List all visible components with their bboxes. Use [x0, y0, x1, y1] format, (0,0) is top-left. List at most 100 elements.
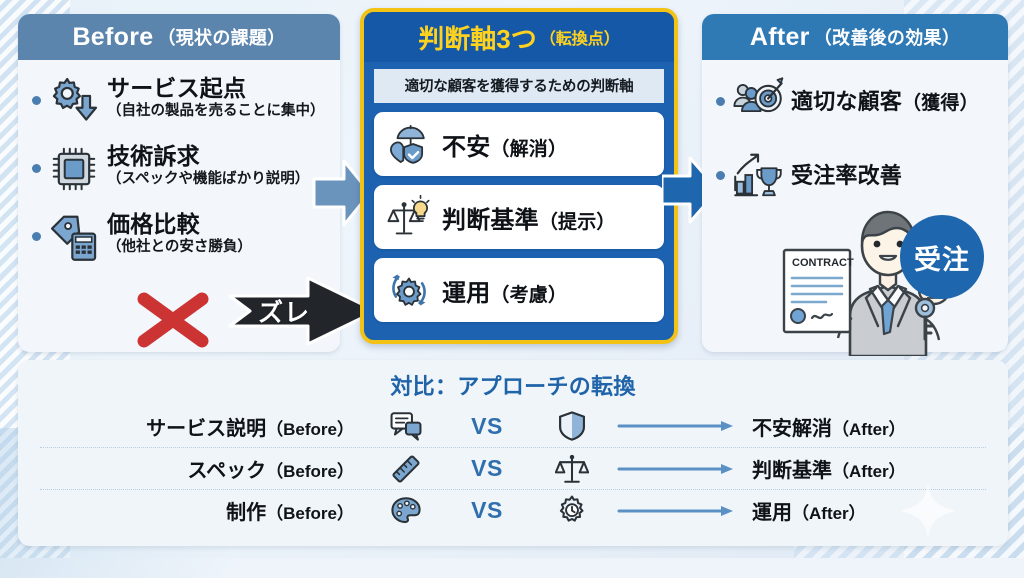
comparison-row-2-left: スペック（Before）	[40, 454, 370, 483]
bullet-dot-icon	[32, 232, 41, 241]
svg-text:CONTRACT: CONTRACT	[792, 257, 854, 269]
after-item-1-title: 適切な顧客（獲得）	[791, 89, 979, 114]
axis-card-handan-kijun[interactable]: 判断基準（提示）	[374, 185, 664, 249]
axis-label-text: 運用	[442, 279, 491, 307]
after-title: After	[749, 22, 810, 51]
comparison-row-3-left-label: 制作	[226, 502, 267, 524]
comparison-row-2-right: 判断基準（After）	[742, 454, 986, 483]
gear-down-arrow-icon	[47, 74, 101, 128]
shield-icon	[532, 409, 612, 443]
gap-arrow-label: ズレ	[258, 299, 311, 327]
axis-label-paren: （解消）	[490, 138, 568, 160]
juchu-badge: 受注	[900, 215, 984, 299]
before-item-1-note: （自社の製品を売ることに集中）	[107, 102, 325, 119]
comparison-row-1-left-label: サービス説明	[146, 417, 267, 440]
axis-card-fuan-label: 不安（解消）	[442, 127, 567, 162]
comparison-row-3-right-label: 運用	[752, 502, 792, 524]
before-item-2-text: 技術訴求 （スペックや機能ばかり説明）	[107, 142, 309, 187]
after-subtitle: （改善後の効果）	[813, 28, 961, 48]
gear-refresh-icon	[386, 267, 432, 313]
before-item-2: 技術訴求 （スペックや機能ばかり説明）	[32, 142, 328, 196]
gap-arrow-zure	[228, 272, 380, 350]
comparison-rows: サービス説明（Before） VS	[18, 405, 1008, 531]
axis-label-text: 判断基準	[442, 206, 539, 234]
after-panel-header: After （改善後の効果）	[702, 14, 1008, 60]
comparison-row-1-left: サービス説明（Before）	[40, 412, 370, 441]
comparison-row: スペック（Before） VS	[40, 447, 986, 489]
comparison-row-1-vs: VS	[471, 412, 503, 439]
scale-lightbulb-icon	[386, 194, 432, 240]
comparison-row-1-right-tag: （After）	[832, 419, 906, 439]
gear-clock-icon	[532, 494, 612, 528]
cpu-chip-icon	[47, 142, 101, 196]
before-item-2-title: 技術訴求	[107, 143, 200, 169]
comparison-row-2-right-label: 判断基準	[752, 460, 832, 482]
before-item-1-title: サービス起点	[107, 75, 247, 101]
center-subtitle: （転換点）	[539, 31, 620, 48]
comparison-row-1-right: 不安解消（After）	[742, 412, 986, 441]
after-panel-body: 適切な顧客（獲得）	[702, 60, 1008, 232]
before-title: Before	[72, 22, 154, 51]
comparison-panel: 対比：アプローチの転換 サービス説明（Before） VS	[18, 360, 1008, 546]
comparison-row-3-arrow	[612, 504, 742, 518]
comparison-title: 対比：アプローチの転換	[390, 374, 636, 399]
palette-icon	[370, 494, 442, 528]
after-item-2-title: 受注率改善	[791, 162, 903, 188]
comparison-row-1-right-label: 不安解消	[752, 417, 832, 440]
before-item-1-text: サービス起点 （自社の製品を売ることに集中）	[107, 74, 325, 119]
before-item-3-title: 価格比較	[107, 211, 200, 237]
before-panel-header: Before （現状の課題）	[18, 14, 340, 60]
center-panel-header: 判断軸3つ （転換点）	[364, 12, 674, 62]
after-item-1-paren: （獲得）	[902, 92, 979, 114]
comparison-row-3-left: 制作（Before）	[40, 496, 370, 525]
ruler-icon	[370, 452, 442, 486]
sparkle-decoration-icon	[900, 482, 956, 540]
before-item-2-note: （スペックや機能ばかり説明）	[107, 170, 310, 187]
comparison-row-3-right: 運用（After）	[742, 496, 986, 525]
center-lead-text: 適切な顧客を獲得するための判断軸	[374, 69, 664, 103]
comparison-row-2-right-tag: （After）	[832, 462, 906, 481]
bullet-dot-icon	[716, 96, 725, 106]
heart-umbrella-shield-icon	[386, 121, 432, 167]
axis-label-text: 不安	[442, 133, 491, 161]
comparison-row-2-left-label: スペック	[187, 460, 267, 482]
axis-card-unyou[interactable]: 運用（考慮）	[374, 258, 664, 322]
people-target-icon	[731, 74, 785, 128]
comparison-row-2-arrow	[612, 462, 742, 476]
center-panel: 判断軸3つ （転換点） 適切な顧客を獲得するための判断軸 不安（解消）	[360, 8, 678, 344]
axis-card-handan-kijun-label: 判断基準（提示）	[442, 200, 616, 235]
before-item-1: サービス起点 （自社の製品を売ることに集中）	[32, 74, 328, 128]
comparison-row-1-left-tag: （Before）	[266, 419, 354, 439]
before-item-3-text: 価格比較 （他社との安さ勝負）	[107, 210, 252, 255]
comparison-row-2-left-tag: （Before）	[266, 462, 354, 481]
axis-label-paren: （考慮）	[490, 284, 568, 306]
after-item-2: 受注率改善	[716, 148, 996, 202]
before-subtitle: （現状の課題）	[157, 28, 286, 48]
arrow-before-to-center	[312, 155, 372, 231]
before-panel-body: サービス起点 （自社の製品を売ることに集中） 技術訴求 （スペックや機能ばかり説…	[18, 60, 340, 288]
speech-bubbles-icon	[370, 409, 442, 443]
growth-trophy-icon	[731, 148, 785, 202]
comparison-row-3-right-tag: （After）	[792, 504, 866, 523]
before-item-3: 価格比較 （他社との安さ勝負）	[32, 210, 328, 264]
comparison-row-3-vs: VS	[471, 497, 503, 523]
axis-label-paren: （提示）	[538, 211, 616, 233]
axis-card-unyou-label: 運用（考慮）	[442, 273, 567, 308]
price-tag-calculator-icon	[47, 210, 101, 264]
comparison-row-3-left-tag: （Before）	[266, 504, 354, 523]
after-item-1-title-text: 適切な顧客	[791, 88, 903, 114]
after-item-1: 適切な顧客（獲得）	[716, 74, 996, 128]
bullet-dot-icon	[716, 170, 725, 180]
bullet-dot-icon	[32, 96, 41, 105]
comparison-row: 制作（Before） VS	[40, 489, 986, 531]
after-item-1-text: 適切な顧客（獲得）	[791, 88, 979, 115]
axis-card-fuan[interactable]: 不安（解消）	[374, 112, 664, 176]
before-item-3-note: （他社との安さ勝負）	[107, 238, 252, 255]
after-panel: After （改善後の効果） 適切な顧客	[702, 14, 1008, 352]
comparison-row: サービス説明（Before） VS	[40, 405, 986, 447]
after-item-2-text: 受注率改善	[791, 162, 902, 189]
red-x-icon	[130, 290, 216, 350]
comparison-row-1-arrow	[612, 419, 742, 433]
center-panel-body: 適切な顧客を獲得するための判断軸 不安（解消）	[364, 62, 674, 332]
comparison-row-2-vs: VS	[471, 455, 503, 481]
